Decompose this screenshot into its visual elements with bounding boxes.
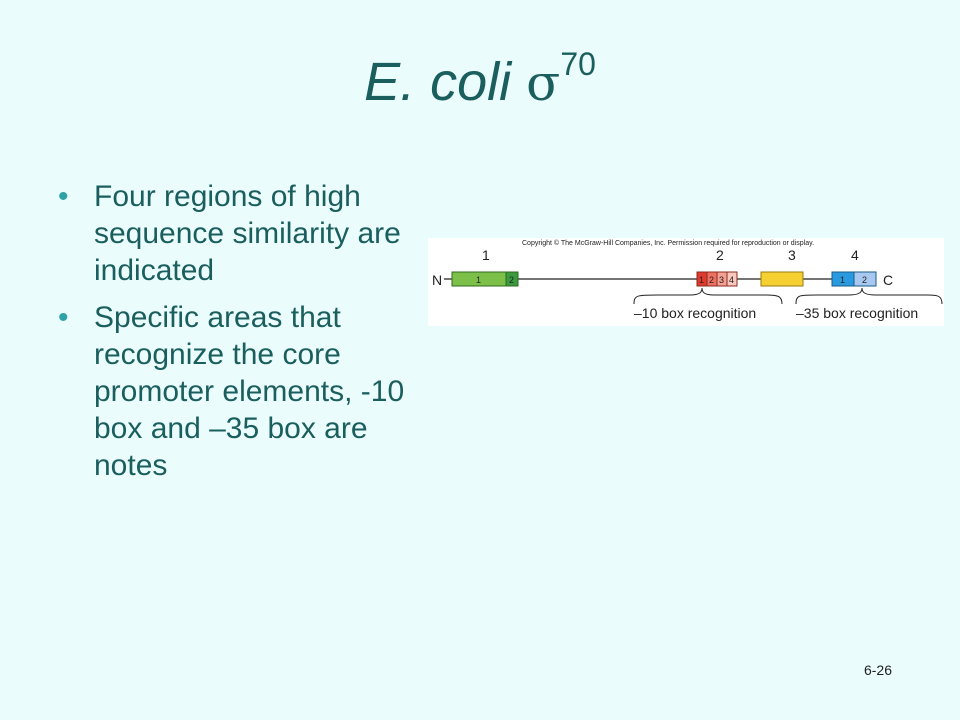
subregion-label: 2	[509, 275, 514, 285]
n-terminus-label: N	[432, 272, 442, 288]
subregion-label: 2	[709, 275, 714, 285]
slide-number: 6-26	[863, 662, 892, 678]
minus35-recognition-label: –35 box recognition	[796, 305, 918, 321]
title-superscript: 70	[560, 46, 596, 82]
region-number: 3	[788, 247, 796, 263]
bullet-item: • Specific areas that recognize the core…	[58, 299, 438, 484]
subregion-label: 1	[840, 275, 845, 285]
subregion-label: 3	[719, 275, 724, 285]
domain-map: N C 1 2 3 4 1 2 1 2 3 4 1 2 –10 box reco…	[432, 247, 943, 321]
subregion-label: 2	[862, 275, 867, 285]
region4-2-box	[853, 271, 877, 287]
minus10-recognition-label: –10 box recognition	[634, 305, 756, 321]
minus35-brace	[795, 287, 943, 305]
subregion-label: 1	[476, 275, 481, 285]
sigma70-domain-diagram: Copyright © The McGraw-Hill Companies, I…	[428, 238, 944, 326]
copyright-notice: Copyright © The McGraw-Hill Companies, I…	[522, 240, 815, 247]
bullet-text: Specific areas that recognize the core p…	[94, 301, 405, 482]
bullet-dot-icon: •	[58, 301, 69, 334]
minus10-brace	[633, 287, 783, 305]
region-number: 1	[482, 247, 490, 263]
region-number: 4	[851, 247, 859, 263]
bullet-dot-icon: •	[58, 180, 69, 213]
bullet-text: Four regions of high sequence similarity…	[94, 180, 401, 287]
title-text: E. coli	[364, 52, 512, 112]
region-number: 2	[716, 247, 724, 263]
c-terminus-label: C	[883, 272, 893, 288]
region3-box	[760, 271, 804, 287]
slide-title: E. coli σ70	[0, 48, 960, 112]
subregion-label: 4	[729, 275, 734, 285]
bullet-list: • Four regions of high sequence similari…	[58, 178, 438, 494]
region1-2-box	[505, 271, 519, 287]
subregion-label: 1	[699, 275, 704, 285]
sigma-symbol: σ	[526, 54, 561, 112]
region2-4-box	[726, 271, 738, 287]
bullet-item: • Four regions of high sequence similari…	[58, 178, 438, 289]
